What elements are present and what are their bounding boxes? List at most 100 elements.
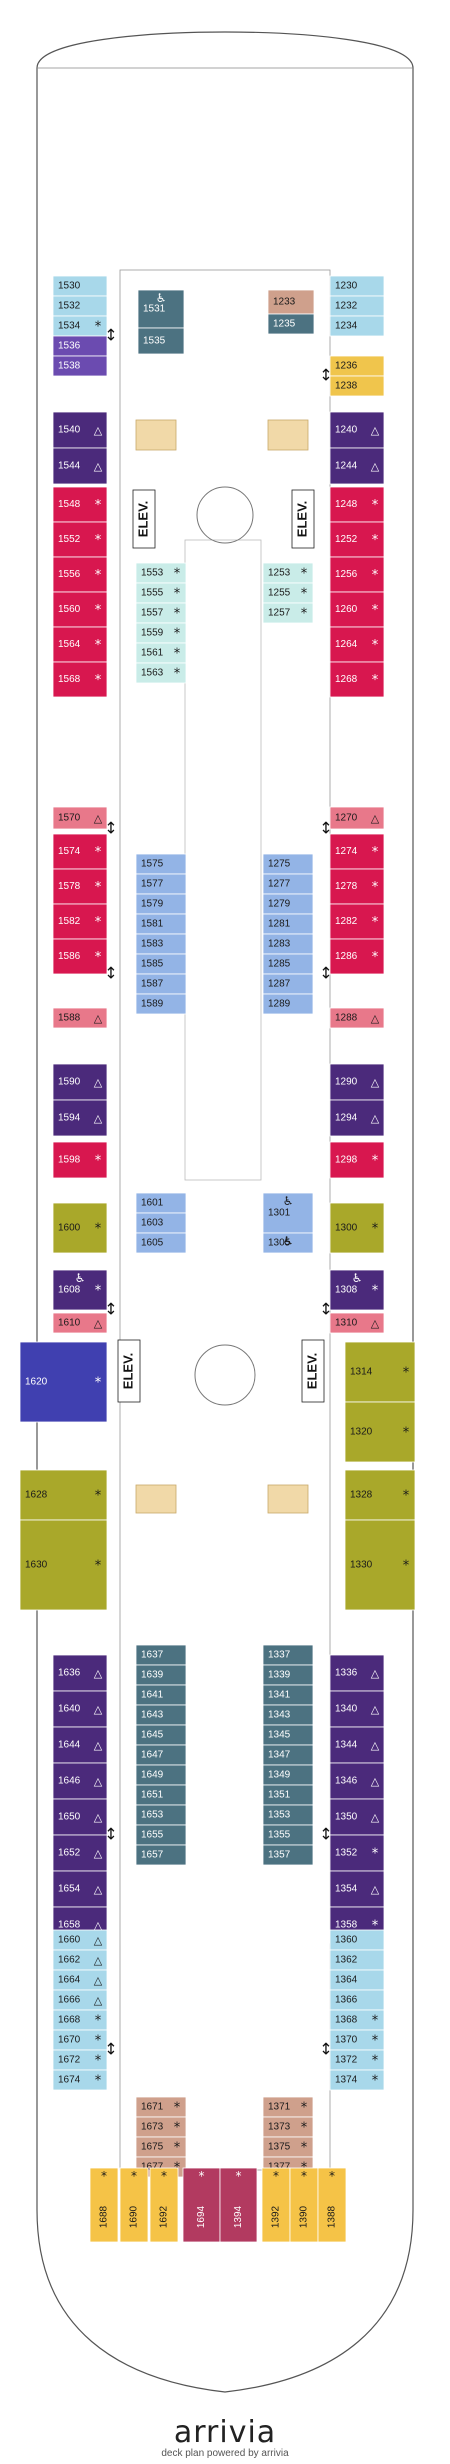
cabin-1346[interactable]: 1346△ <box>329 1762 385 1800</box>
cabin-1279[interactable]: 1279 <box>262 893 314 915</box>
cabin-1255[interactable]: 1255* <box>262 582 314 604</box>
cabin-1664[interactable]: 1664△ <box>52 1969 108 1991</box>
cabin-1287[interactable]: 1287 <box>262 973 314 995</box>
cabin-1372[interactable]: 1372* <box>329 2049 385 2071</box>
cabin-1673[interactable]: 1673* <box>135 2116 187 2138</box>
cabin-1608[interactable]: 1608*♿↕ <box>52 1269 118 1319</box>
cabin-1232[interactable]: 1232 <box>329 295 385 317</box>
cabin-1639[interactable]: 1639 <box>135 1664 187 1686</box>
cabin-1362[interactable]: 1362 <box>329 1949 385 1971</box>
cabin-1357[interactable]: 1357 <box>262 1844 314 1866</box>
cabin-1260[interactable]: 1260* <box>329 591 385 628</box>
cabin-1301[interactable]: 1301♿ <box>262 1192 314 1234</box>
cabin-1355[interactable]: 1355 <box>262 1824 314 1846</box>
cabin-1344[interactable]: 1344△ <box>329 1726 385 1764</box>
cabin-1274[interactable]: 1274* <box>329 833 385 870</box>
cabin-1587[interactable]: 1587 <box>135 973 187 995</box>
cabin-1585[interactable]: 1585 <box>135 953 187 975</box>
cabin-1314[interactable]: 1314* <box>344 1341 416 1403</box>
cabin-1278[interactable]: 1278* <box>329 868 385 905</box>
cabin-1286[interactable]: 1286*↕ <box>319 938 385 983</box>
cabin-1675[interactable]: 1675* <box>135 2136 187 2158</box>
cabin-1364[interactable]: 1364 <box>329 1969 385 1991</box>
cabin-1668[interactable]: 1668* <box>52 2009 108 2031</box>
cabin-1337[interactable]: 1337 <box>262 1644 314 1666</box>
cabin-1345[interactable]: 1345 <box>262 1724 314 1746</box>
cabin-1252[interactable]: 1252* <box>329 521 385 558</box>
cabin-1244[interactable]: 1244△ <box>329 447 385 485</box>
cabin-1343[interactable]: 1343 <box>262 1704 314 1726</box>
cabin-1330[interactable]: 1330* <box>344 1519 416 1611</box>
cabin-1340[interactable]: 1340△ <box>329 1690 385 1728</box>
cabin-1688[interactable]: 1688* <box>89 2167 119 2243</box>
cabin-1294[interactable]: 1294△ <box>329 1099 385 1137</box>
cabin-1270[interactable]: 1270△↕ <box>319 806 385 838</box>
cabin-1277[interactable]: 1277 <box>262 873 314 895</box>
cabin-1248[interactable]: 1248* <box>329 486 385 523</box>
cabin-1650[interactable]: 1650△↕ <box>52 1798 118 1844</box>
cabin-1548[interactable]: 1548* <box>52 486 108 523</box>
cabin-1238[interactable]: 1238 <box>329 375 385 397</box>
cabin-1374[interactable]: 1374* <box>329 2069 385 2091</box>
cabin-1347[interactable]: 1347 <box>262 1744 314 1766</box>
cabin-1552[interactable]: 1552* <box>52 521 108 558</box>
cabin-1553[interactable]: 1553* <box>135 562 187 584</box>
cabin-1603[interactable]: 1603 <box>135 1212 187 1234</box>
cabin-1657[interactable]: 1657 <box>135 1844 187 1866</box>
cabin-1288[interactable]: 1288△ <box>329 1007 385 1029</box>
cabin-1290[interactable]: 1290△ <box>329 1063 385 1101</box>
cabin-1653[interactable]: 1653 <box>135 1804 187 1826</box>
cabin-1536[interactable]: 1536 <box>52 335 108 357</box>
cabin-1692[interactable]: 1692* <box>149 2167 179 2243</box>
cabin-1264[interactable]: 1264* <box>329 626 385 663</box>
cabin-1371[interactable]: 1371* <box>262 2096 314 2118</box>
cabin-1234[interactable]: 1234 <box>329 315 385 337</box>
cabin-1285[interactable]: 1285 <box>262 953 314 975</box>
cabin-1578[interactable]: 1578* <box>52 868 108 905</box>
cabin-1394[interactable]: 1394* <box>219 2167 258 2243</box>
cabin-1257[interactable]: 1257* <box>262 602 314 624</box>
cabin-1598[interactable]: 1598* <box>52 1141 108 1179</box>
cabin-1644[interactable]: 1644△ <box>52 1726 108 1764</box>
cabin-1568[interactable]: 1568* <box>52 661 108 698</box>
cabin-1540[interactable]: 1540△ <box>52 411 108 449</box>
cabin-1662[interactable]: 1662△ <box>52 1949 108 1971</box>
cabin-1605[interactable]: 1605 <box>135 1232 187 1254</box>
cabin-1581[interactable]: 1581 <box>135 913 187 935</box>
cabin-1310[interactable]: 1310△ <box>329 1312 385 1334</box>
cabin-1360[interactable]: 1360 <box>329 1929 385 1951</box>
cabin-1579[interactable]: 1579 <box>135 893 187 915</box>
cabin-1352[interactable]: 1352* <box>329 1834 385 1872</box>
cabin-1253[interactable]: 1253* <box>262 562 314 584</box>
cabin-1268[interactable]: 1268* <box>329 661 385 698</box>
cabin-1640[interactable]: 1640△ <box>52 1690 108 1728</box>
cabin-1560[interactable]: 1560* <box>52 591 108 628</box>
cabin-1652[interactable]: 1652△ <box>52 1834 108 1872</box>
cabin-1577[interactable]: 1577 <box>135 873 187 895</box>
cabin-1590[interactable]: 1590△ <box>52 1063 108 1101</box>
cabin-1586[interactable]: 1586*↕ <box>52 938 118 983</box>
cabin-1531[interactable]: 1531♿ <box>137 289 185 329</box>
cabin-1582[interactable]: 1582* <box>52 903 108 940</box>
cabin-1588[interactable]: 1588△ <box>52 1007 108 1029</box>
cabin-1600[interactable]: 1600* <box>52 1202 108 1254</box>
cabin-1564[interactable]: 1564* <box>52 626 108 663</box>
cabin-1281[interactable]: 1281 <box>262 913 314 935</box>
cabin-1236[interactable]: 1236↕ <box>319 355 385 385</box>
cabin-1375[interactable]: 1375* <box>262 2136 314 2158</box>
cabin-1275[interactable]: 1275 <box>262 853 314 875</box>
cabin-1289[interactable]: 1289 <box>262 993 314 1015</box>
cabin-1672[interactable]: 1672* <box>52 2049 108 2071</box>
cabin-1544[interactable]: 1544△ <box>52 447 108 485</box>
cabin-1351[interactable]: 1351 <box>262 1784 314 1806</box>
cabin-1620[interactable]: 1620* <box>19 1341 108 1423</box>
cabin-1637[interactable]: 1637 <box>135 1644 187 1666</box>
cabin-1530[interactable]: 1530 <box>52 275 108 297</box>
cabin-1651[interactable]: 1651 <box>135 1784 187 1806</box>
cabin-1660[interactable]: 1660△ <box>52 1929 108 1951</box>
cabin-1641[interactable]: 1641 <box>135 1684 187 1706</box>
cabin-1336[interactable]: 1336△ <box>329 1654 385 1692</box>
cabin-1557[interactable]: 1557* <box>135 602 187 624</box>
cabin-1390[interactable]: 1390* <box>289 2167 319 2243</box>
cabin-1610[interactable]: 1610△ <box>52 1312 108 1334</box>
